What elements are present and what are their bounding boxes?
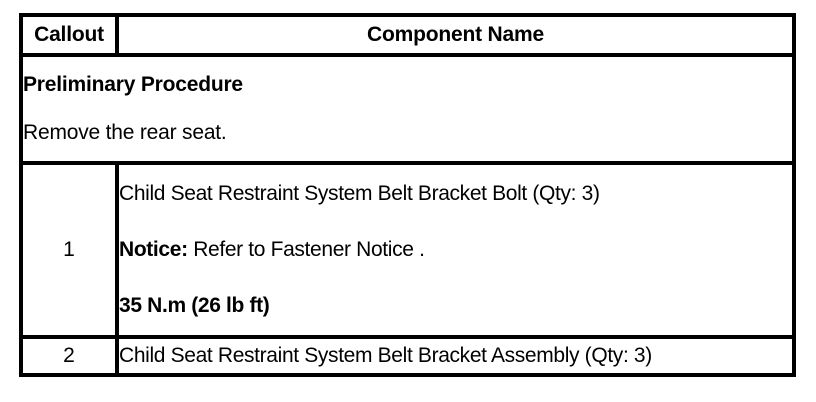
table-header-row: Callout Component Name [19, 13, 796, 57]
notice-label: Notice: [119, 238, 188, 261]
table-row: 1 Child Seat Restraint System Belt Brack… [19, 161, 796, 339]
torque-specification: 35 N.m (26 lb ft) [119, 294, 270, 317]
table-row: 2 Child Seat Restraint System Belt Brack… [19, 335, 796, 377]
preliminary-procedure-title: Preliminary Procedure [23, 73, 243, 96]
component-name-text: Child Seat Restraint System Belt Bracket… [115, 335, 796, 377]
component-description-cell: Child Seat Restraint System Belt Bracket… [115, 161, 796, 339]
spacer [119, 205, 792, 239]
spacer [119, 261, 792, 295]
component-name-text: Child Seat Restraint System Belt Bracket… [119, 182, 600, 205]
preliminary-procedure-row: Preliminary Procedure Remove the rear se… [19, 53, 796, 165]
notice-text: Refer to Fastener Notice . [187, 238, 425, 261]
preliminary-procedure-cell: Preliminary Procedure Remove the rear se… [19, 53, 796, 165]
spacer [23, 96, 792, 122]
column-header-callout: Callout [19, 13, 119, 57]
callout-number: 1 [19, 161, 119, 339]
component-callout-table: Callout Component Name Preliminary Proce… [19, 13, 796, 377]
column-header-component-name: Component Name [115, 13, 796, 57]
preliminary-procedure-body: Remove the rear seat. [23, 121, 227, 144]
callout-number: 2 [19, 335, 119, 377]
fastener-notice-line: Notice: Refer to Fastener Notice . [119, 239, 792, 261]
